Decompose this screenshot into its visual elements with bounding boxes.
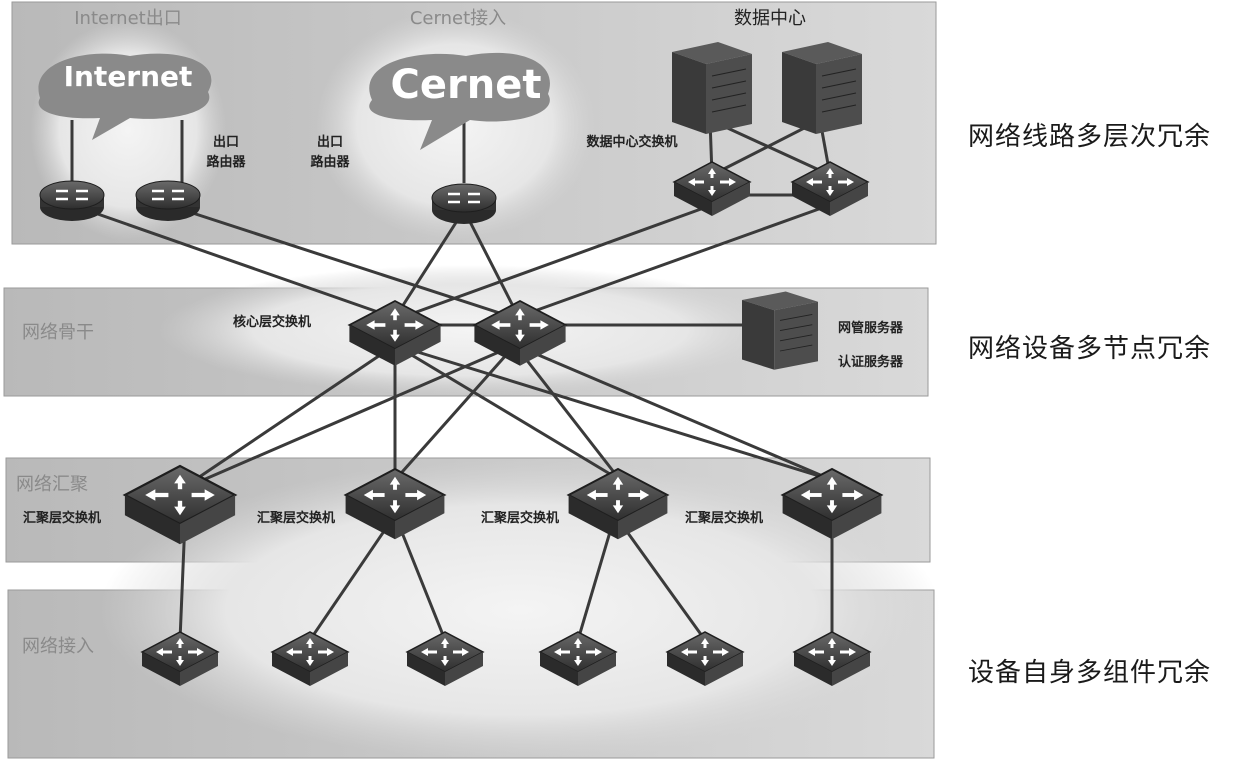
device-redundancy-label: 网络设备多节点冗余 <box>968 334 1212 364</box>
exit-router-2 <box>134 179 202 223</box>
exit-router-label-b-line2: 路由器 <box>310 154 350 170</box>
exit-router-label-b-line1: 出口 <box>317 134 343 150</box>
nms-server-label: 网管服务器 <box>838 320 904 336</box>
internet-exit-label: Internet出口 <box>74 8 181 29</box>
network-redundancy-diagram: Internet Cernet Internet出口 Cernet接入 数据中心… <box>3 1 940 760</box>
aggregation-title: 网络汇聚 <box>16 474 88 495</box>
exit-router-label-a-line2: 路由器 <box>206 154 246 170</box>
component-redundancy-label: 设备自身多组件冗余 <box>968 658 1212 688</box>
line-redundancy-label: 网络线路多层次冗余 <box>968 122 1212 152</box>
cernet-access-label: Cernet接入 <box>410 8 506 29</box>
internet-cloud: Internet <box>38 53 212 140</box>
network-links <box>70 115 834 641</box>
aggregation-switch-label-4: 汇聚层交换机 <box>685 510 763 526</box>
aggregation-switch-label-3: 汇聚层交换机 <box>481 510 559 526</box>
access-title: 网络接入 <box>22 636 94 657</box>
exit-router-label-a: 出口 路由器 <box>206 134 246 170</box>
datacenter-label: 数据中心 <box>734 8 806 29</box>
dc-switch-label: 数据中心交换机 <box>586 134 677 150</box>
dc-server-2 <box>781 41 863 135</box>
exit-router-1 <box>38 179 106 223</box>
internet-cloud-label: Internet <box>64 60 193 93</box>
cernet-router <box>430 182 498 226</box>
exit-router-label-b: 出口 路由器 <box>310 134 350 170</box>
management-server <box>741 291 819 371</box>
aggregation-switch-label-2: 汇聚层交换机 <box>257 510 335 526</box>
cernet-cloud: Cernet <box>369 52 550 150</box>
cernet-cloud-label: Cernet <box>391 62 542 108</box>
aggregation-switch-label-1: 汇聚层交换机 <box>23 510 101 526</box>
auth-server-label: 认证服务器 <box>838 354 904 370</box>
dc-server-1 <box>671 41 753 135</box>
core-switch-label: 核心层交换机 <box>233 314 311 330</box>
backbone-title: 网络骨干 <box>22 322 94 343</box>
exit-router-label-a-line1: 出口 <box>213 134 239 150</box>
